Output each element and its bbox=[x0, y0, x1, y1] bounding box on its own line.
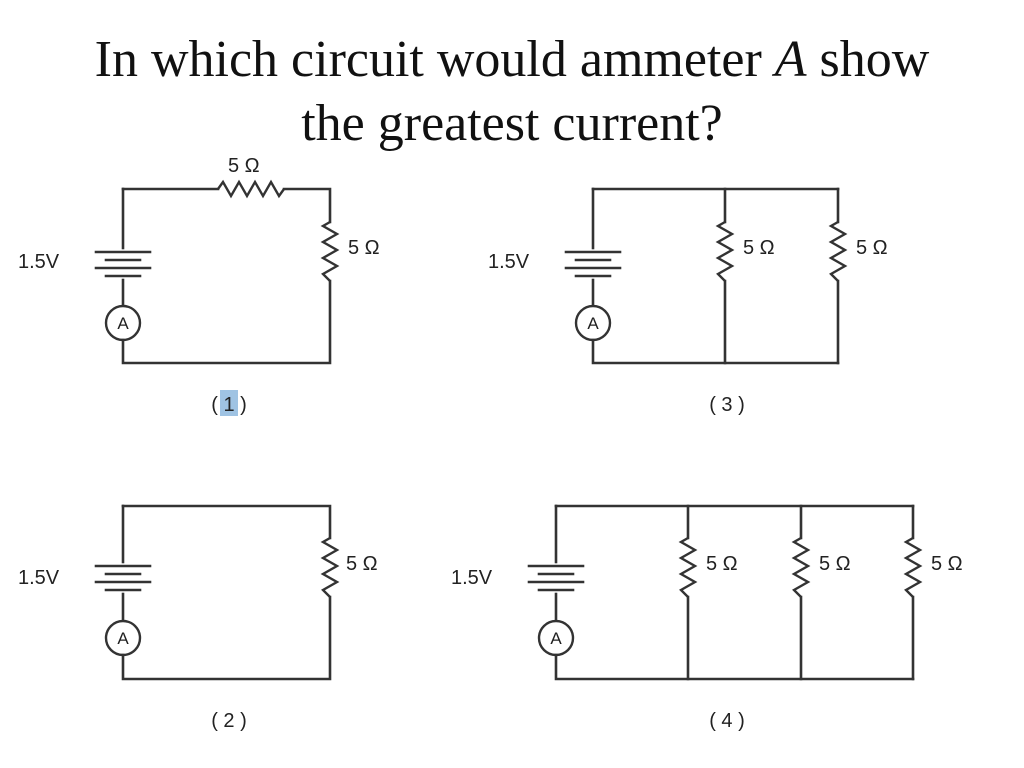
circuit-2-resistor-label: 5 Ω bbox=[346, 553, 378, 575]
circuit-3: A 1.5V 5 Ω 5 Ω ( 3 ) bbox=[488, 187, 888, 416]
circuit-4-resistor-label-2: 5 Ω bbox=[819, 553, 851, 575]
circuit-1-caption-open: ( bbox=[211, 394, 223, 416]
circuit-4-resistor-2 bbox=[791, 536, 811, 598]
question-variable: A bbox=[774, 31, 807, 88]
circuit-1-caption-highlight bbox=[220, 390, 238, 416]
circuit-4-resistor-label-3: 5 Ω bbox=[931, 553, 963, 575]
circuit-1: A 1.5V 5 Ω 5 Ω ( 1 ) bbox=[18, 155, 380, 416]
circuit-3-battery bbox=[564, 250, 622, 278]
circuit-3-voltage-label: 1.5V bbox=[488, 251, 530, 273]
circuit-1-voltage-label: 1.5V bbox=[18, 251, 60, 273]
circuit-3-resistor-2 bbox=[828, 220, 848, 282]
circuit-3-resistor-label-2: 5 Ω bbox=[856, 237, 888, 259]
circuit-1-wire-top-right bbox=[282, 187, 332, 224]
circuit-4-resistor-1 bbox=[678, 536, 698, 598]
circuit-1-resistor-label-right: 5 Ω bbox=[348, 237, 380, 259]
question-text-part2: show bbox=[806, 31, 930, 88]
circuit-1-caption-close: ) bbox=[235, 394, 247, 416]
circuit-4-ammeter-symbol: A bbox=[550, 629, 562, 648]
circuit-4-resistor-label-1: 5 Ω bbox=[706, 553, 738, 575]
circuit-1-battery bbox=[94, 250, 152, 278]
circuit-2-wire-frame bbox=[121, 504, 332, 681]
circuit-4-resistor-3 bbox=[903, 536, 923, 598]
circuit-2-ammeter: A bbox=[104, 619, 142, 657]
question-line-2: the greatest current? bbox=[301, 95, 723, 152]
circuit-1-ammeter: A bbox=[104, 304, 142, 342]
circuit-3-ammeter-symbol: A bbox=[587, 314, 599, 333]
question-text-part1: In which circuit would ammeter bbox=[94, 31, 775, 88]
circuit-3-resistor-label-1: 5 Ω bbox=[743, 237, 775, 259]
circuit-4-voltage-label: 1.5V bbox=[451, 567, 493, 589]
circuit-2-voltage-label: 1.5V bbox=[18, 567, 60, 589]
circuit-1-resistor-top bbox=[217, 179, 285, 199]
circuit-3-resistor-1 bbox=[715, 220, 735, 282]
circuit-1-wire-bottom bbox=[121, 279, 332, 365]
circuit-3-wire-frame bbox=[591, 187, 840, 365]
circuit-4-ammeter: A bbox=[537, 619, 575, 657]
question-title: In which circuit would ammeter A show th… bbox=[0, 28, 1024, 156]
circuit-1-caption: ( 1 ) bbox=[211, 394, 247, 416]
circuit-2-resistor bbox=[320, 536, 340, 598]
circuit-1-resistor-label-top: 5 Ω bbox=[228, 155, 260, 177]
circuit-2-caption: ( 2 ) bbox=[211, 710, 247, 732]
circuit-3-ammeter: A bbox=[574, 304, 612, 342]
circuit-1-ammeter-symbol: A bbox=[117, 314, 129, 333]
circuit-4-battery bbox=[527, 564, 585, 592]
question-line-1: In which circuit would ammeter A show bbox=[0, 28, 1024, 92]
circuit-4-caption: ( 4 ) bbox=[709, 710, 745, 732]
circuit-2-battery bbox=[94, 564, 152, 592]
circuit-4: A 1.5V 5 Ω 5 Ω 5 Ω ( 4 ) bbox=[451, 504, 963, 732]
circuit-2: A 1.5V 5 Ω ( 2 ) bbox=[18, 504, 378, 732]
circuit-2-ammeter-symbol: A bbox=[117, 629, 129, 648]
circuit-3-caption: ( 3 ) bbox=[709, 394, 745, 416]
circuit-1-resistor-right bbox=[320, 220, 340, 282]
circuit-1-caption-number: 1 bbox=[223, 394, 234, 416]
circuit-4-wire-frame bbox=[554, 504, 915, 681]
